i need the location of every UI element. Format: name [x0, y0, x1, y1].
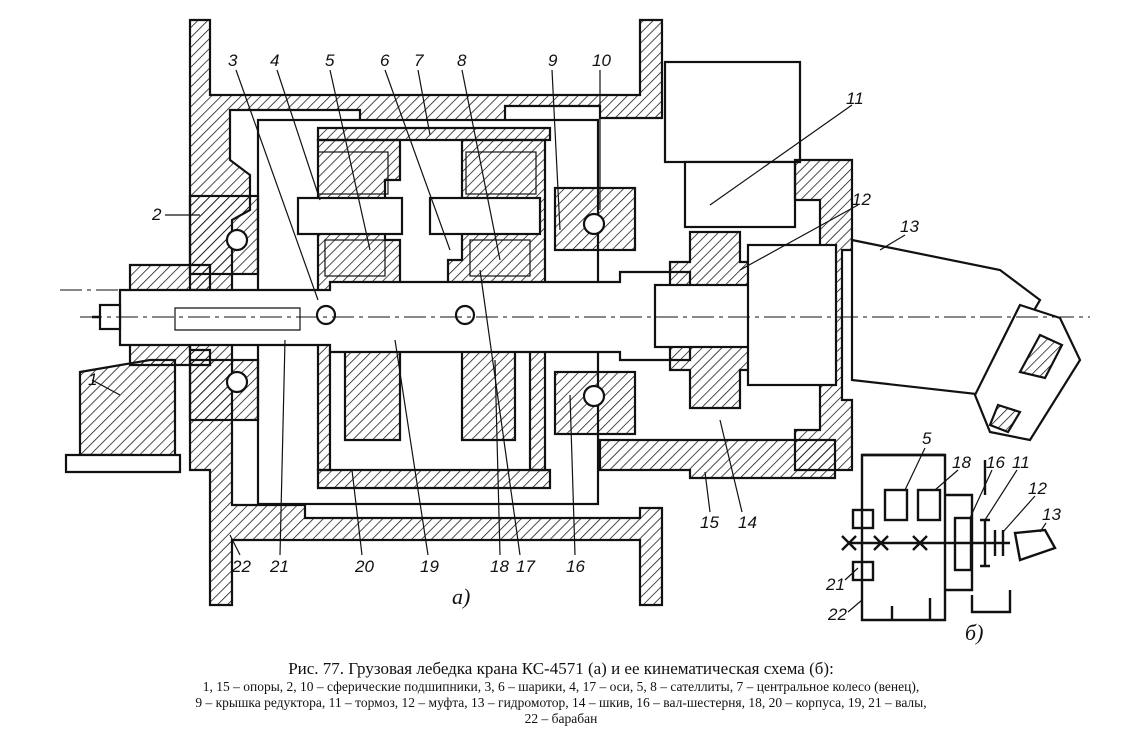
label-12: 12	[852, 190, 871, 209]
scheme-label-22: 22	[827, 605, 847, 624]
scheme-label-13: 13	[1042, 505, 1061, 524]
label-10: 10	[592, 51, 611, 70]
central-gear-ring	[316, 126, 552, 490]
scheme-joint-1	[841, 535, 857, 551]
label-3: 3	[228, 51, 238, 70]
ball-10a	[582, 212, 606, 236]
motor-flange	[746, 243, 838, 387]
brake-housing	[683, 160, 797, 229]
ball-2b	[225, 370, 249, 394]
label-4: 4	[270, 51, 279, 70]
scheme-housing	[945, 493, 974, 592]
scheme-label-18: 18	[952, 453, 971, 472]
satellite-bearing-8	[465, 151, 537, 195]
label-8: 8	[457, 51, 467, 70]
scheme-label-12: 12	[1028, 479, 1047, 498]
scheme-joint-3	[912, 535, 928, 551]
bearing-housing-left	[188, 194, 260, 276]
scheme-label-11: 11	[1012, 453, 1030, 472]
scheme-drum-ticks	[890, 598, 932, 620]
brake-11	[663, 60, 802, 164]
hydromotor-port-2	[988, 403, 1022, 434]
support-foot	[64, 453, 182, 474]
hydromotor-port	[1018, 333, 1064, 380]
ball-3	[315, 304, 337, 326]
ball-2a	[225, 228, 249, 252]
scheme-label-16: 16	[986, 453, 1005, 472]
label-13: 13	[900, 217, 919, 236]
label-5: 5	[325, 51, 335, 70]
caption-legend-line-1: 1, 15 – опоры, 2, 10 – сферические подши…	[202, 679, 920, 694]
sublabel-a: а)	[452, 584, 470, 609]
label-20: 20	[354, 557, 374, 576]
caption-legend-line-3: 22 – барабан	[524, 711, 598, 726]
satellite-bearing-lower-8	[469, 239, 531, 277]
axle-4	[296, 196, 404, 236]
scheme-label-21: 21	[825, 575, 845, 594]
label-19: 19	[420, 557, 439, 576]
satellite-bearing-lower-5	[324, 239, 386, 277]
caption-legend-line-2: 9 – крышка редуктора, 11 – тормоз, 12 – …	[195, 695, 927, 710]
label-16: 16	[566, 557, 585, 576]
scheme-bearing-2	[851, 560, 875, 582]
label-6: 6	[380, 51, 390, 70]
winch-drawing: 1 2 3 4 5 6 7 8 9 10 11 12 13 14 15 16 1…	[60, 18, 1090, 645]
scheme-label-5: 5	[922, 429, 932, 448]
label-18: 18	[490, 557, 509, 576]
figure-caption: Рис. 77. Грузовая лебедка крана КС-4571 …	[0, 659, 1122, 727]
label-14: 14	[738, 513, 757, 532]
kinematic-scheme: 5 18 16 11 12 13 21 22 б)	[825, 429, 1061, 645]
label-2: 2	[151, 205, 162, 224]
coupling-12	[653, 283, 752, 349]
sectional-view: 1 2 3 4 5 6 7 8 9 10 11 12 13 14 15 16 1…	[60, 18, 1090, 609]
label-15: 15	[700, 513, 719, 532]
label-9: 9	[548, 51, 558, 70]
leader-lines	[91, 69, 906, 556]
label-17: 17	[516, 557, 535, 576]
scheme-frame-top	[862, 453, 987, 495]
ball-10b	[582, 384, 606, 408]
satellite-bearing-5	[317, 151, 389, 195]
scheme-motor	[1013, 528, 1057, 562]
bearing-housing-left-lower	[188, 358, 260, 422]
caption-title: Рис. 77. Грузовая лебедка крана КС-4571 …	[288, 659, 834, 678]
shaft-groove	[174, 307, 301, 331]
label-22: 22	[231, 557, 251, 576]
scheme-support	[970, 590, 1012, 614]
axle-17	[428, 196, 542, 236]
label-1: 1	[88, 370, 97, 389]
label-11: 11	[846, 89, 864, 108]
sublabel-b: б)	[965, 620, 983, 645]
scheme-bearing-1	[851, 508, 875, 530]
scheme-coupling	[993, 530, 1005, 556]
label-21: 21	[269, 557, 289, 576]
scheme-joint-2	[873, 535, 889, 551]
scheme-satellite-18	[916, 488, 942, 522]
label-7: 7	[414, 51, 424, 70]
scheme-satellite-5	[883, 488, 909, 522]
ball-6	[454, 304, 476, 326]
